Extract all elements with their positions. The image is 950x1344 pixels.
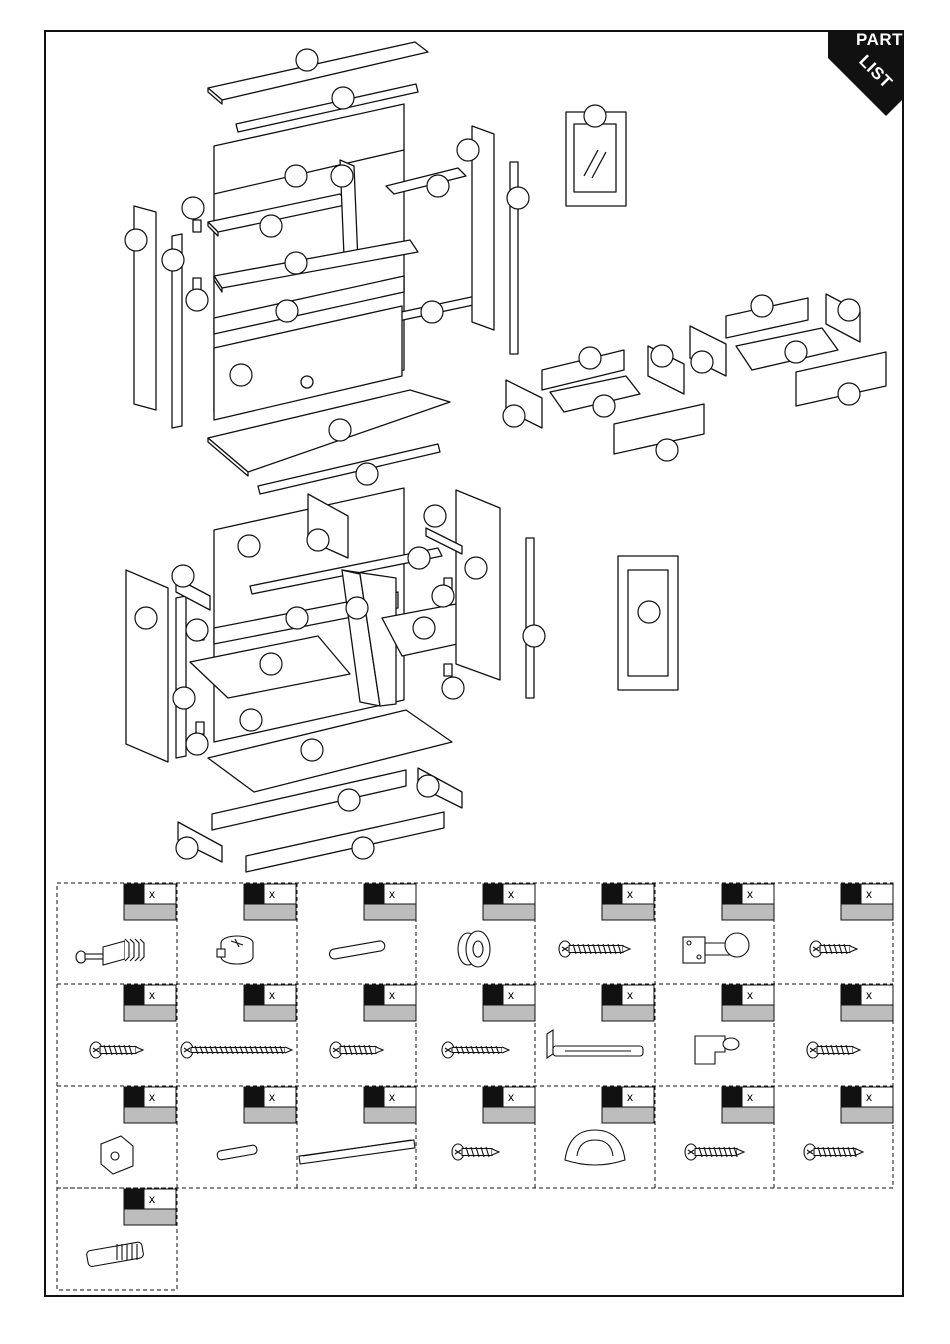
flat-head-screw-icon <box>807 1042 860 1058</box>
small-dowel-icon <box>217 1145 258 1161</box>
quantity-marker: x <box>866 989 872 1001</box>
quantity-marker: x <box>269 989 275 1001</box>
quantity-marker: x <box>149 888 155 900</box>
countersunk-bolt-icon <box>804 1144 863 1160</box>
cabinet-hinge-icon <box>683 933 749 963</box>
cam-lock-icon <box>217 936 253 964</box>
medium-wood-screw-icon <box>330 1042 383 1058</box>
corner-block-icon <box>101 1136 133 1174</box>
quantity-marker: x <box>149 1193 155 1205</box>
quantity-marker: x <box>389 888 395 900</box>
long-wood-screw-icon <box>181 1042 292 1058</box>
drawer-runner-icon <box>299 1140 415 1164</box>
cam-bolt-icon <box>76 939 144 965</box>
bolt-screw-icon <box>685 1144 744 1160</box>
quantity-marker: x <box>508 888 514 900</box>
quantity-marker: x <box>747 989 753 1001</box>
quantity-marker: x <box>389 989 395 1001</box>
cup-handle-icon <box>565 1130 625 1165</box>
shelf-support-icon <box>695 1036 739 1064</box>
quantity-marker: x <box>149 1091 155 1103</box>
wall-plug-icon <box>86 1242 144 1267</box>
hardware-grid-frame <box>57 883 893 1188</box>
quantity-marker: x <box>269 1091 275 1103</box>
quantity-marker: x <box>747 888 753 900</box>
short-screw-icon <box>452 1144 499 1160</box>
angle-bracket-icon <box>547 1030 643 1058</box>
machine-screw-icon <box>559 941 630 957</box>
short-wood-screw-icon <box>810 941 857 957</box>
round-knob-icon <box>458 931 490 967</box>
quantity-marker: x <box>389 1091 395 1103</box>
wooden-dowel-icon <box>329 940 386 960</box>
quantity-marker: x <box>627 888 633 900</box>
chipboard-screw-icon <box>442 1042 509 1058</box>
quantity-marker: x <box>747 1091 753 1103</box>
quantity-marker: x <box>866 888 872 900</box>
quantity-marker: x <box>508 989 514 1001</box>
quantity-marker: x <box>149 989 155 1001</box>
quantity-marker: x <box>508 1091 514 1103</box>
quantity-marker: x <box>866 1091 872 1103</box>
wood-screw-icon <box>90 1042 143 1058</box>
quantity-marker: x <box>269 888 275 900</box>
quantity-marker: x <box>627 1091 633 1103</box>
quantity-marker: x <box>627 989 633 1001</box>
